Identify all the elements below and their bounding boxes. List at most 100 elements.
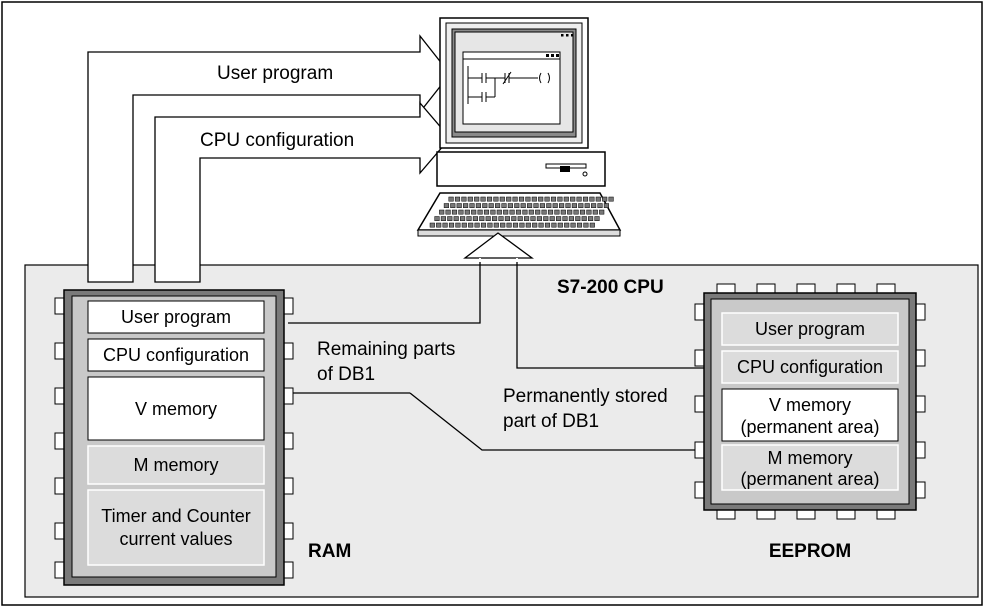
keyboard-key <box>556 216 562 221</box>
arrow-user-program <box>87 34 451 283</box>
keyboard-key <box>477 209 483 215</box>
keyboard-key <box>530 216 536 221</box>
ram-pin <box>283 387 294 405</box>
keyboard-key <box>434 216 440 221</box>
keyboard-key <box>573 209 579 215</box>
keyboard-key <box>472 216 478 221</box>
keyboard-key <box>584 203 590 208</box>
keyboard-key <box>448 222 455 228</box>
keyboard-key <box>450 203 456 208</box>
keyboard-key <box>500 222 506 228</box>
keyboard-key <box>525 222 531 228</box>
keyboard-key <box>562 216 568 221</box>
keyboard-key <box>522 209 528 215</box>
monitor-icon <box>439 17 589 149</box>
eeprom-pin <box>756 283 776 294</box>
keyboard-key <box>595 196 601 202</box>
keyboard-key <box>498 216 504 221</box>
keyboard-key <box>592 209 598 215</box>
eeprom-pin <box>756 509 776 520</box>
keyboard-key <box>583 222 589 228</box>
eeprom-m-memory-text-1: M memory <box>768 448 853 468</box>
keyboard-key <box>488 203 494 208</box>
keyboard-key <box>461 222 467 228</box>
keyboard-key <box>576 222 583 228</box>
eeprom-pin <box>694 349 705 367</box>
eeprom-block-cpu-configuration <box>721 350 899 384</box>
connection-lines <box>288 258 704 451</box>
ram-timer-counter-text-2: current values <box>119 529 232 549</box>
keyboard-key <box>454 196 461 202</box>
ram-pin <box>283 477 294 495</box>
keyboard-key <box>503 209 509 215</box>
eeprom-pin <box>694 303 705 321</box>
keyboard-key <box>453 216 459 221</box>
ram-m-memory-text: M memory <box>134 455 219 475</box>
keyboard-key <box>506 196 512 202</box>
keyboard-key <box>586 209 592 215</box>
keyboard-key <box>493 222 499 228</box>
arrow-db1-to-computer <box>463 232 534 259</box>
eeprom-pin <box>915 349 926 367</box>
keyboard-key <box>552 203 558 208</box>
keyboard-key <box>496 209 502 215</box>
keyboard-key <box>525 196 531 202</box>
keyboard-key <box>482 203 488 208</box>
keyboard-key <box>544 222 551 228</box>
cpu-title: S7-200 CPU <box>557 277 664 298</box>
keyboard-key <box>495 203 501 208</box>
eeprom-block-v-memory <box>721 388 899 442</box>
keyboard-key <box>589 196 595 202</box>
keyboard-key <box>512 196 518 202</box>
system-unit <box>436 151 606 187</box>
keyboard-key <box>429 222 435 228</box>
eeprom-chip: User program CPU configuration V memory … <box>694 283 926 520</box>
keyboard-key <box>547 209 554 215</box>
keyboard-key <box>463 203 469 208</box>
keyboard-key <box>538 196 544 202</box>
keyboard-key <box>602 196 608 202</box>
keyboard-key <box>536 216 542 221</box>
eeprom-pin <box>716 509 736 520</box>
eeprom-m-memory-text-2: (permanent area) <box>740 469 879 489</box>
keyboard-key <box>519 222 525 228</box>
computer-icon <box>416 17 622 237</box>
keyboard-icon <box>416 192 622 237</box>
keyboard-key <box>485 216 491 221</box>
keyboard-key <box>480 196 486 202</box>
eeprom-pin <box>694 395 705 413</box>
ram-pin <box>283 522 294 540</box>
keyboard-key <box>448 196 454 202</box>
eeprom-pin <box>836 509 856 520</box>
keyboard-key <box>546 203 552 208</box>
ram-pin <box>283 342 294 360</box>
keyboard-key <box>474 196 480 202</box>
keyboard-key <box>520 203 526 208</box>
keyboard-key <box>442 222 448 228</box>
label-permanently-stored-2: part of DB1 <box>503 411 599 432</box>
eeprom-pin <box>836 283 856 294</box>
keyboard-key <box>480 222 487 228</box>
keyboard-key <box>443 203 449 208</box>
eeprom-pin <box>876 509 896 520</box>
keyboard-key <box>575 216 581 221</box>
eeprom-block-user-program <box>721 312 899 346</box>
eeprom-pin <box>915 441 926 459</box>
label-remaining-parts-2: of DB1 <box>317 364 375 385</box>
keyboard-key <box>515 209 522 215</box>
ram-pin <box>54 477 65 495</box>
keyboard-key <box>514 203 520 208</box>
keyboard-key <box>460 216 466 221</box>
keyboard-key <box>499 196 505 202</box>
keyboard-key <box>588 216 594 221</box>
keyboard-key <box>538 222 544 228</box>
keyboard-key <box>559 203 565 208</box>
label-cpu-configuration: CPU configuration <box>200 130 354 151</box>
keyboard-key <box>440 216 446 221</box>
keyboard-key <box>461 196 467 202</box>
keyboard-key <box>571 203 577 208</box>
keyboard-key <box>579 209 586 215</box>
ram-timer-counter-text-1: Timer and Counter <box>101 506 250 526</box>
keyboard-key <box>509 209 515 215</box>
